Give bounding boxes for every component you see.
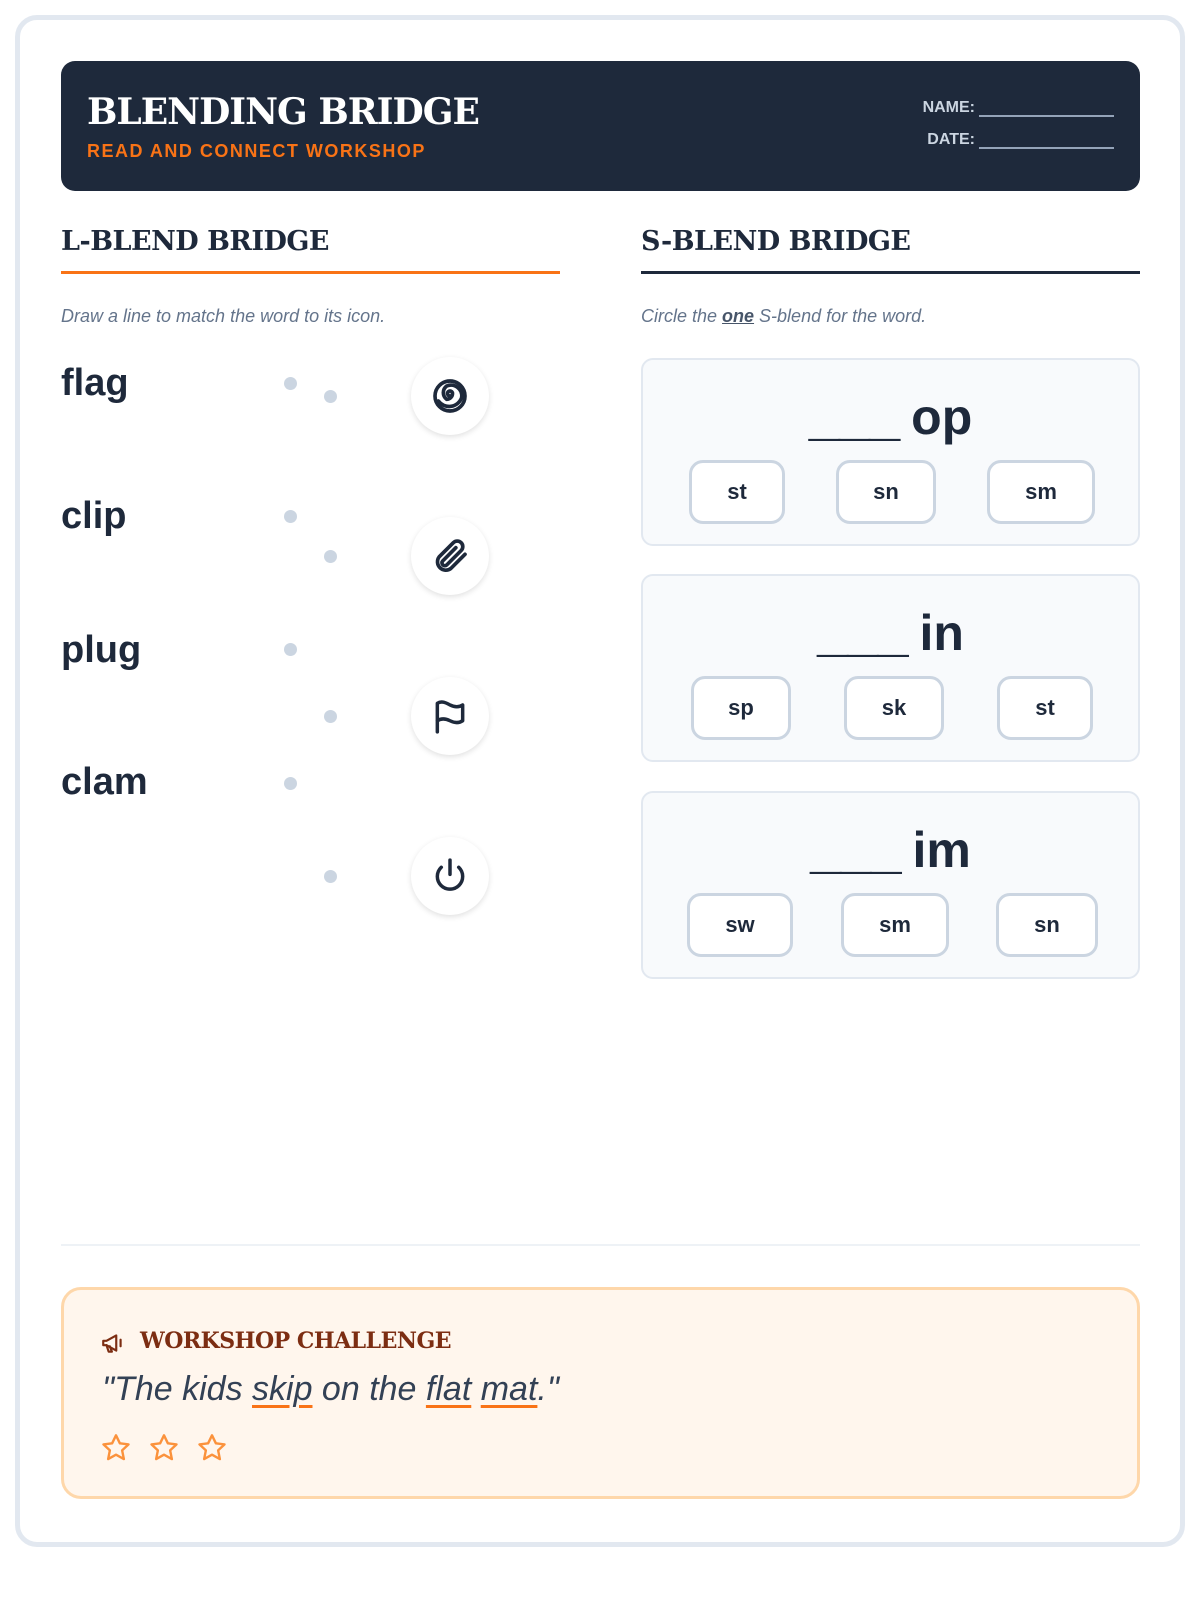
paperclip-icon[interactable]	[411, 517, 489, 595]
s-blend-instruction: Circle the one S-blend for the word.	[641, 306, 926, 327]
underlined-word: flat	[425, 1370, 472, 1408]
star-icon[interactable]	[148, 1432, 180, 1464]
name-label: NAME:	[922, 99, 975, 116]
sentence-text: "The kids	[102, 1370, 253, 1408]
word-flag: flag	[61, 362, 129, 404]
option-button[interactable]: sw	[687, 893, 793, 957]
option-button[interactable]: sm	[841, 893, 949, 957]
blend-item-op: ___op st sn sm	[641, 358, 1140, 546]
blend-item-im: ___im sw sm sn	[641, 791, 1140, 979]
challenge-title: WORKSHOP CHALLENGE	[140, 1328, 452, 1354]
sentence-text: on the	[312, 1370, 426, 1408]
option-button[interactable]: sp	[691, 676, 791, 740]
word-ending: op	[911, 389, 973, 445]
divider	[61, 1244, 1140, 1246]
blank-line: ___	[810, 816, 901, 879]
option-button[interactable]: sk	[844, 676, 944, 740]
s-blend-rule	[641, 271, 1140, 274]
name-line[interactable]	[979, 103, 1114, 117]
icon-dot[interactable]	[324, 870, 337, 883]
l-blend-title: L-BLEND BRIDGE	[61, 226, 330, 257]
word-dot[interactable]	[284, 510, 297, 523]
name-field[interactable]: NAME:	[923, 99, 1114, 117]
blank-line: ___	[808, 383, 900, 446]
header-banner: BLENDING BRIDGE READ AND CONNECT WORKSHO…	[61, 61, 1140, 191]
word-dot[interactable]	[284, 643, 297, 656]
date-field[interactable]: DATE:	[927, 131, 1114, 149]
icon-dot[interactable]	[324, 710, 337, 723]
blank-line: ___	[817, 599, 908, 662]
word-ending: im	[912, 822, 971, 878]
option-button[interactable]: sn	[996, 893, 1098, 957]
sentence-text: ."	[537, 1370, 559, 1408]
star-icon[interactable]	[100, 1432, 132, 1464]
challenge-box: WORKSHOP CHALLENGE "The kids skip on the…	[61, 1287, 1140, 1499]
star-icon[interactable]	[196, 1432, 228, 1464]
s-blend-title: S-BLEND BRIDGE	[641, 226, 911, 257]
megaphone-icon	[100, 1330, 126, 1361]
spiral-icon[interactable]	[411, 357, 489, 435]
date-label: DATE:	[927, 131, 975, 148]
option-button[interactable]: sn	[836, 460, 936, 524]
blend-item-in: ___in sp sk st	[641, 574, 1140, 762]
worksheet-subtitle: READ AND CONNECT WORKSHOP	[87, 141, 426, 161]
option-button[interactable]: sm	[987, 460, 1095, 524]
word-clip: clip	[61, 495, 127, 537]
word-plug: plug	[61, 629, 142, 671]
target-word: ___in	[643, 598, 1138, 663]
sentence-text	[471, 1370, 480, 1408]
option-button[interactable]: st	[689, 460, 785, 524]
l-blend-rule	[61, 271, 560, 274]
icon-dot[interactable]	[324, 390, 337, 403]
flag-icon[interactable]	[411, 677, 489, 755]
underlined-word: skip	[252, 1370, 313, 1408]
instr-text: S-blend for the word.	[754, 306, 927, 326]
l-blend-instruction: Draw a line to match the word to its ico…	[61, 306, 386, 326]
worksheet-title: BLENDING BRIDGE	[87, 91, 480, 133]
word-clam: clam	[61, 761, 148, 803]
option-button[interactable]: st	[997, 676, 1093, 740]
word-dot[interactable]	[284, 377, 297, 390]
underlined-word: mat	[480, 1370, 538, 1408]
word-ending: in	[919, 605, 964, 661]
power-icon[interactable]	[411, 837, 489, 915]
instr-text: Circle the	[641, 306, 723, 326]
challenge-sentence: "The kids skip on the flat mat."	[102, 1370, 559, 1409]
target-word: ___op	[643, 382, 1138, 447]
instr-emphasis: one	[722, 306, 755, 326]
word-dot[interactable]	[284, 777, 297, 790]
icon-dot[interactable]	[324, 550, 337, 563]
star-rating[interactable]	[100, 1432, 228, 1464]
target-word: ___im	[643, 815, 1138, 880]
date-line[interactable]	[979, 135, 1114, 149]
